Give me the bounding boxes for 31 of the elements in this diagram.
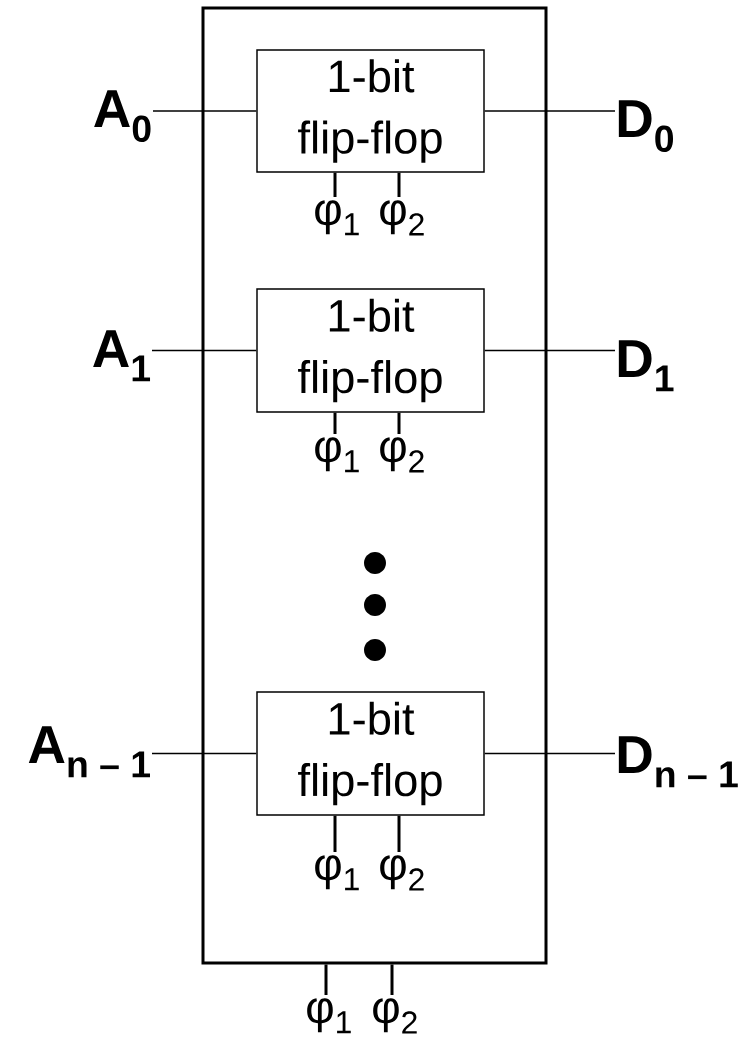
signal-label: D$_{1}$ [618, 340, 674, 392]
wire [151, 349, 257, 352]
register-box [201, 6, 548, 965]
wire [324, 964, 328, 995]
clock-label: φ$_{2}$ [380, 437, 424, 473]
wire [397, 412, 401, 434]
clock-label: φ$_{2}$ [380, 855, 424, 891]
signal-label: A$_{1}$ [93, 330, 150, 382]
clock-label: φ$_{2}$ [373, 998, 417, 1034]
wire [151, 752, 257, 755]
signal-label: D$_{0}$ [618, 100, 674, 152]
wire [484, 752, 616, 755]
wire [390, 964, 394, 995]
wire [397, 815, 401, 852]
wire [152, 110, 257, 112]
wire [333, 815, 337, 852]
wire [333, 172, 337, 197]
wire [333, 412, 337, 434]
wire [484, 110, 616, 112]
clock-label: φ$_{1}$ [315, 855, 359, 891]
wire [484, 349, 616, 352]
signal-label: A$_{n – 1}$ [28, 726, 150, 778]
clock-label: φ$_{1}$ [315, 437, 359, 473]
signal-label: D$_{n – 1}$ [618, 736, 738, 788]
clock-label: φ$_{2}$ [380, 200, 424, 236]
flip-flop-box: 1-bit flip-flop [256, 691, 485, 816]
flip-flop-box: 1-bit flip-flop [256, 49, 485, 173]
signal-label: A$_{0}$ [94, 90, 151, 142]
wire [397, 172, 401, 197]
clock-label: φ$_{1}$ [307, 998, 351, 1034]
clock-label: φ$_{1}$ [315, 200, 359, 236]
